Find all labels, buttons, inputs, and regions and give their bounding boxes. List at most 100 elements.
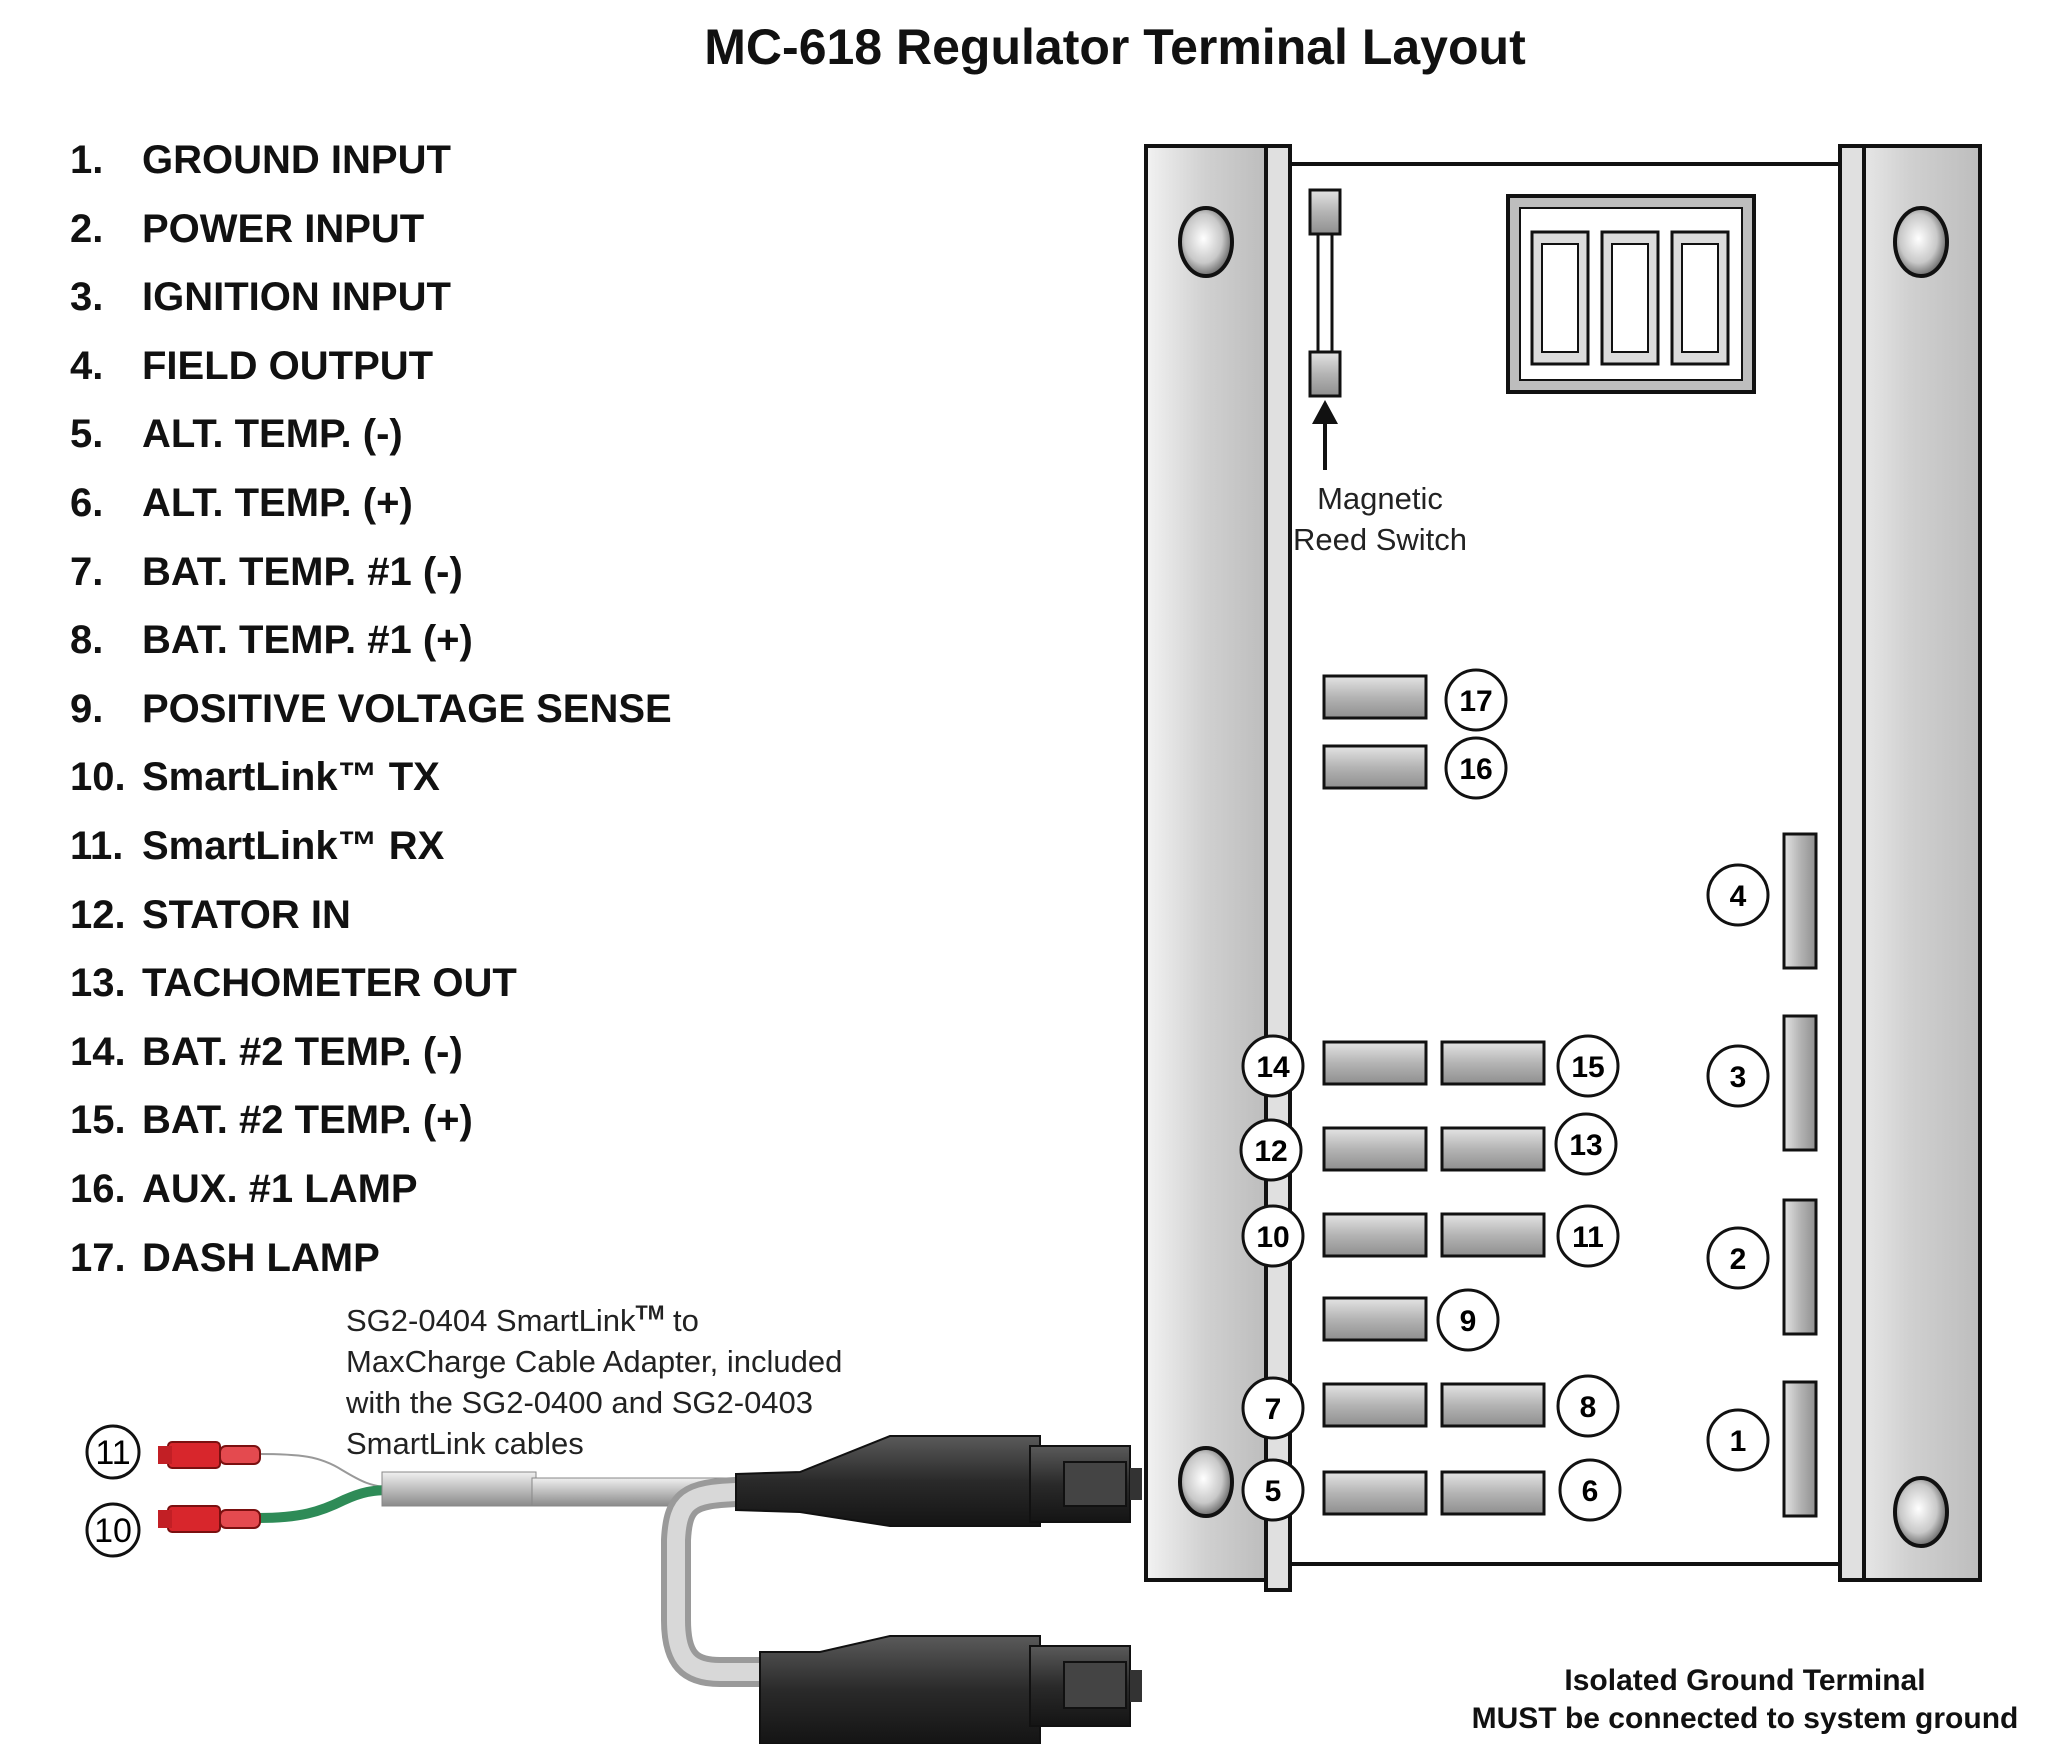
- terminal-marker-1: 1: [1706, 1408, 1770, 1472]
- wire-number: 11: [95, 1434, 130, 1472]
- terminal-number: 14: [1256, 1051, 1290, 1084]
- wire-marker-rx: 11: [85, 1424, 141, 1480]
- legend-label: FIELD OUTPUT: [142, 343, 434, 388]
- terminal-12: [1322, 1126, 1428, 1172]
- legend-number: 2.: [70, 206, 104, 251]
- legend-number: 1.: [70, 138, 104, 182]
- legend-number: 17.: [70, 1235, 126, 1280]
- terminal-15: [1440, 1040, 1546, 1086]
- terminal-1: [1782, 1380, 1818, 1518]
- terminal-marker-10: 10: [1241, 1204, 1305, 1268]
- terminal-3: [1782, 1014, 1818, 1152]
- legend-label: BAT. #2 TEMP. (+): [142, 1098, 473, 1143]
- terminal-10: [1322, 1212, 1428, 1258]
- terminal-number: 13: [1569, 1129, 1602, 1162]
- legend-label: BAT. #2 TEMP. (-): [142, 1029, 463, 1074]
- legend-label: DASH LAMP: [142, 1235, 380, 1280]
- terminal-marker-12: 12: [1239, 1118, 1303, 1182]
- magnetic-reed-switch: [1308, 188, 1342, 470]
- reed-switch-label-line1: Magnetic: [1317, 481, 1443, 516]
- legend-label: POSITIVE VOLTAGE SENSE: [142, 686, 672, 731]
- trademark-mark: TM: [635, 1302, 665, 1325]
- legend-number: 11.: [70, 823, 124, 868]
- legend-number: 3.: [70, 275, 104, 320]
- ground-warning-line1: Isolated Ground Terminal: [1564, 1664, 1926, 1697]
- legend-label: POWER INPUT: [142, 206, 425, 251]
- terminal-number: 8: [1580, 1391, 1597, 1424]
- terminal-14: [1322, 1040, 1428, 1086]
- cable-note-product: SG2-0404 SmartLink: [346, 1303, 636, 1338]
- cable-connector: [759, 1635, 1142, 1744]
- arrow-head-icon: [1312, 400, 1338, 424]
- legend-label: IGNITION INPUT: [142, 275, 451, 320]
- terminal-marker-11: 11: [1556, 1204, 1620, 1268]
- terminal-number: 15: [1571, 1051, 1604, 1084]
- legend-number: 14.: [70, 1029, 126, 1074]
- mounting-hole: [1893, 1476, 1949, 1548]
- terminal-number: 5: [1265, 1475, 1282, 1508]
- mounting-hole: [1178, 1446, 1234, 1518]
- legend-number: 9.: [70, 686, 104, 731]
- digit-icon: [1600, 230, 1660, 366]
- terminal-number: 12: [1254, 1135, 1287, 1168]
- terminal-7: [1322, 1382, 1428, 1428]
- cable-note-line1: SG2-0404 SmartLinkTM to: [346, 1300, 842, 1341]
- cable-note-line3: with the SG2-0400 and SG2-0403: [346, 1385, 814, 1420]
- legend-number: 6.: [70, 480, 104, 525]
- terminal-number: 6: [1582, 1475, 1599, 1508]
- terminal-marker-7: 7: [1241, 1376, 1305, 1440]
- mounting-hole: [1178, 206, 1234, 278]
- digit-icon: [1530, 230, 1590, 366]
- terminal-number: 11: [1572, 1221, 1604, 1254]
- cable-connector: [735, 1435, 1142, 1527]
- terminal-4: [1782, 832, 1818, 970]
- mounting-hole: [1893, 206, 1949, 278]
- terminal-5: [1322, 1470, 1428, 1516]
- terminal-number: 17: [1459, 685, 1492, 718]
- diagram-title: MC-618 Regulator Terminal Layout: [704, 19, 1526, 75]
- legend-number: 13.: [70, 961, 126, 1006]
- legend-label: SmartLink™ TX: [142, 755, 440, 800]
- legend-number: 4.: [70, 343, 104, 388]
- terminal-number: 7: [1265, 1393, 1282, 1426]
- cable-note-line2: MaxCharge Cable Adapter, included: [346, 1344, 843, 1379]
- cable-note: SG2-0404 SmartLinkTM to MaxCharge Cable …: [346, 1300, 842, 1464]
- legend-number: 8.: [70, 618, 104, 663]
- ground-warning: Isolated Ground Terminal MUST be connect…: [1430, 1662, 2048, 1738]
- terminal-marker-13: 13: [1554, 1112, 1618, 1176]
- terminal-number: 2: [1730, 1243, 1747, 1276]
- terminal-number: 9: [1460, 1305, 1477, 1338]
- terminal-marker-5: 5: [1241, 1458, 1305, 1522]
- terminal-marker-3: 3: [1706, 1044, 1770, 1108]
- terminal-marker-4: 4: [1706, 863, 1770, 927]
- terminal-13: [1440, 1126, 1546, 1172]
- digit-icon: [1670, 230, 1730, 366]
- legend-label: ALT. TEMP. (-): [142, 412, 403, 457]
- terminal-9: [1322, 1296, 1428, 1342]
- legend-label: TACHOMETER OUT: [142, 961, 517, 1006]
- cable-note-to: to: [664, 1303, 699, 1338]
- terminal-8: [1440, 1382, 1546, 1428]
- terminal-2: [1782, 1198, 1818, 1336]
- legend-number: 5.: [70, 412, 104, 457]
- terminal-number: 16: [1459, 753, 1492, 786]
- terminal-17: [1322, 674, 1428, 720]
- terminal-blocks: [1322, 674, 1818, 1518]
- legend-number: 16.: [70, 1166, 126, 1211]
- branch-cable: [661, 1477, 760, 1687]
- terminal-marker-17: 17: [1444, 668, 1508, 732]
- wire-marker-tx: 10: [85, 1502, 141, 1558]
- ground-warning-line2: MUST be connected to system ground: [1471, 1702, 2019, 1735]
- green-wire: [257, 1485, 393, 1523]
- led-display: [1506, 194, 1756, 394]
- cable-sheath: [381, 1471, 537, 1507]
- terminal-11: [1440, 1212, 1546, 1258]
- reed-switch-label: Magnetic Reed Switch: [1280, 478, 1480, 560]
- terminal-marker-8: 8: [1556, 1374, 1620, 1438]
- terminal-marker-6: 6: [1558, 1458, 1622, 1522]
- terminal-marker-16: 16: [1444, 736, 1508, 800]
- wire-number: 10: [94, 1512, 132, 1550]
- legend-label: STATOR IN: [142, 892, 351, 937]
- legend-label: ALT. TEMP. (+): [142, 480, 413, 525]
